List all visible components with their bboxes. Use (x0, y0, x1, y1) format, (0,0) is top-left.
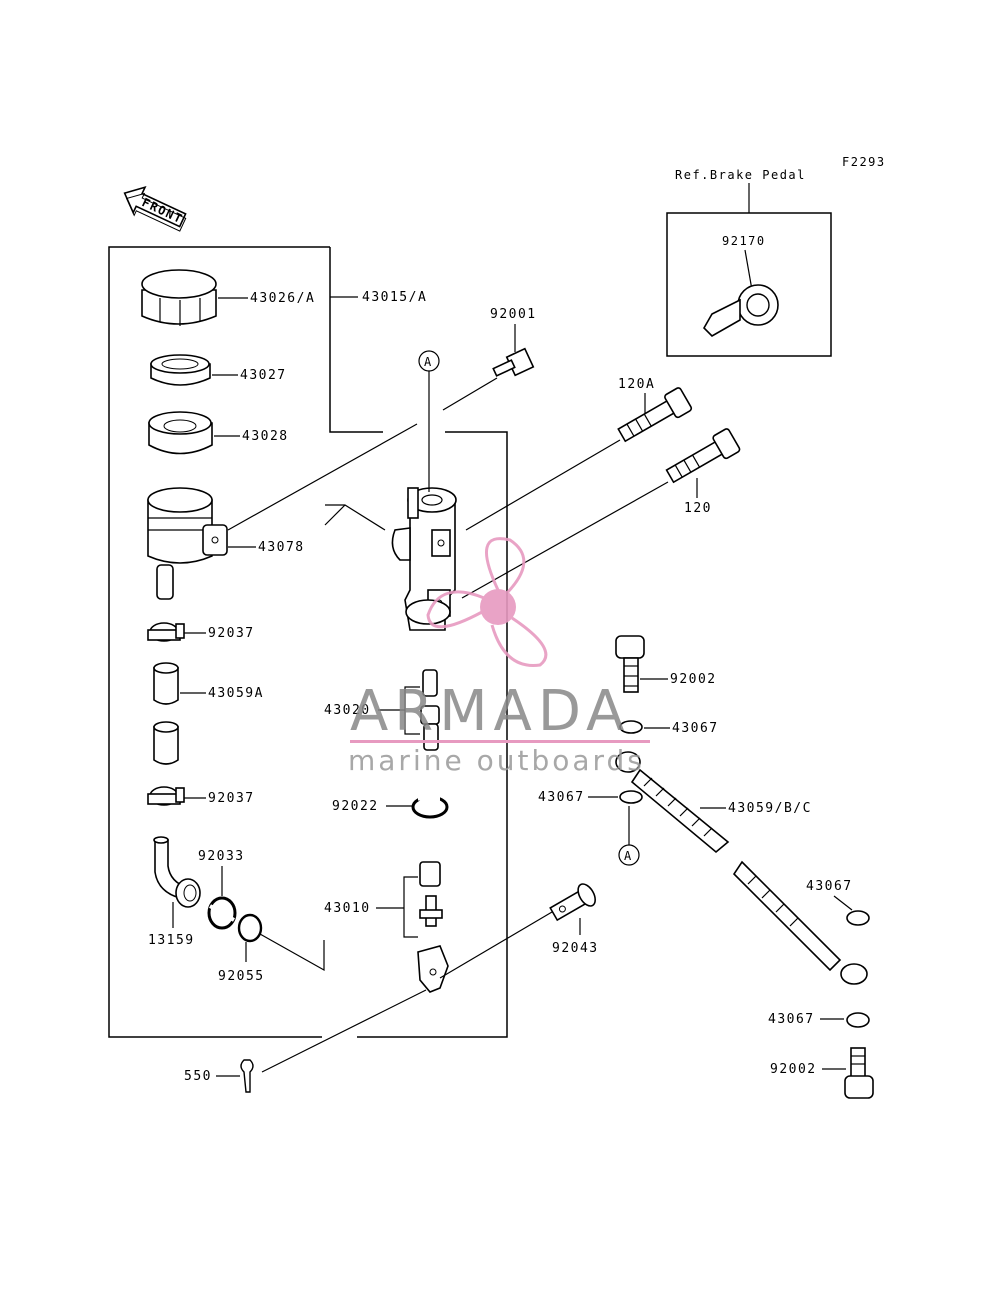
figure-code: F2293 (842, 155, 886, 169)
washer-icon (846, 910, 870, 926)
callout-a-bottom: A (624, 849, 633, 863)
leader-oring-to-cylinder (259, 933, 325, 972)
part-label-43015A: 43015/A (362, 290, 427, 305)
mounting-bolt-120A-icon (617, 387, 693, 443)
propeller-logo-icon (426, 537, 548, 667)
part-label-43067a: 43067 (672, 721, 719, 736)
leader-92170 (744, 249, 753, 291)
watermark-underline (350, 740, 650, 743)
washer-icon (619, 720, 643, 734)
circlip-icon (207, 896, 237, 930)
cotter-pin-icon (240, 1059, 254, 1093)
part-label-550: 550 (184, 1069, 212, 1084)
leader-92001-to-cylinder (442, 377, 498, 411)
leader-43067c (833, 895, 853, 911)
part-label-92002a: 92002 (670, 672, 717, 687)
callout-a-top: A (424, 355, 433, 369)
leader-92043-to-rod (439, 911, 553, 979)
banjo-bolt-lower-icon (844, 1047, 874, 1099)
part-label-92055: 92055 (218, 969, 265, 984)
part-label-43078: 43078 (258, 540, 305, 555)
washer-icon (846, 1012, 870, 1028)
watermark-brand: ARMADA (350, 679, 630, 744)
reservoir-tank-icon (147, 487, 228, 600)
assembly-frame-43015 (108, 246, 330, 1038)
part-label-43067b: 43067 (538, 790, 585, 805)
assembly-frame-right (329, 247, 383, 433)
ref-brake-pedal-box (666, 212, 832, 357)
part-label-43027: 43027 (240, 368, 287, 383)
diaphragm-icon (148, 411, 213, 455)
part-label-43020: 43020 (324, 703, 371, 718)
part-label-43059BC: 43059/B/C (728, 801, 812, 816)
washer-icon (619, 790, 643, 804)
bracket-43010 (403, 876, 418, 938)
ref-brake-pedal-label: Ref.Brake Pedal (675, 168, 806, 182)
push-rod-icon (417, 861, 449, 993)
part-label-92170: 92170 (722, 234, 766, 248)
part-label-43026A: 43026/A (250, 291, 315, 306)
hose-clamp-icon (147, 622, 185, 642)
reservoir-plate-icon (150, 354, 211, 386)
part-label-92043: 92043 (552, 941, 599, 956)
part-label-13159: 13159 (148, 933, 195, 948)
part-label-43010: 43010 (324, 901, 371, 916)
watermark: ARMADA marine outboards (348, 537, 650, 777)
assembly-frame-inner (357, 431, 508, 1038)
hose-icon (153, 662, 179, 765)
brake-hose-icon (615, 751, 868, 985)
o-ring-icon (237, 913, 263, 943)
leader-reservoir-to-cylinder (227, 423, 418, 531)
front-label: FRONT (140, 195, 185, 226)
master-cylinder-icon (391, 487, 457, 631)
elbow-fitting-icon (153, 836, 201, 908)
mounting-bolt-120-icon (665, 428, 741, 484)
part-label-92033: 92033 (198, 849, 245, 864)
clevis-pin-icon (549, 883, 596, 922)
bleeder-bolt-icon (492, 347, 535, 377)
leader-cylinder-left (325, 504, 386, 531)
piston-icon (420, 669, 440, 751)
part-label-92037b: 92037 (208, 791, 255, 806)
part-label-43067d: 43067 (768, 1012, 815, 1027)
leader-cylinder-left-b (324, 504, 346, 526)
leader-120-to-cylinder (461, 481, 669, 599)
part-label-120A: 120A (618, 377, 655, 392)
banjo-bolt-icon (615, 635, 645, 693)
part-label-43067c: 43067 (806, 879, 853, 894)
part-label-120: 120 (684, 501, 712, 516)
part-label-43059A: 43059A (208, 686, 264, 701)
leader-550-to-rod (261, 989, 427, 1073)
leader-120A-to-cylinder (465, 439, 621, 531)
part-label-92001: 92001 (490, 307, 537, 322)
hose-clamp-icon (147, 786, 185, 806)
callout-circle-a (618, 844, 640, 866)
front-arrow-icon: FRONT (123, 185, 187, 232)
reservoir-cap-icon (141, 269, 217, 326)
watermark-tagline: marine outboards (348, 744, 645, 777)
part-label-92022: 92022 (332, 799, 379, 814)
circlip-92022-icon (411, 795, 449, 819)
part-label-92037a: 92037 (208, 626, 255, 641)
clevis-92170-icon (703, 284, 779, 337)
part-label-92002b: 92002 (770, 1062, 817, 1077)
part-label-43028: 43028 (242, 429, 289, 444)
